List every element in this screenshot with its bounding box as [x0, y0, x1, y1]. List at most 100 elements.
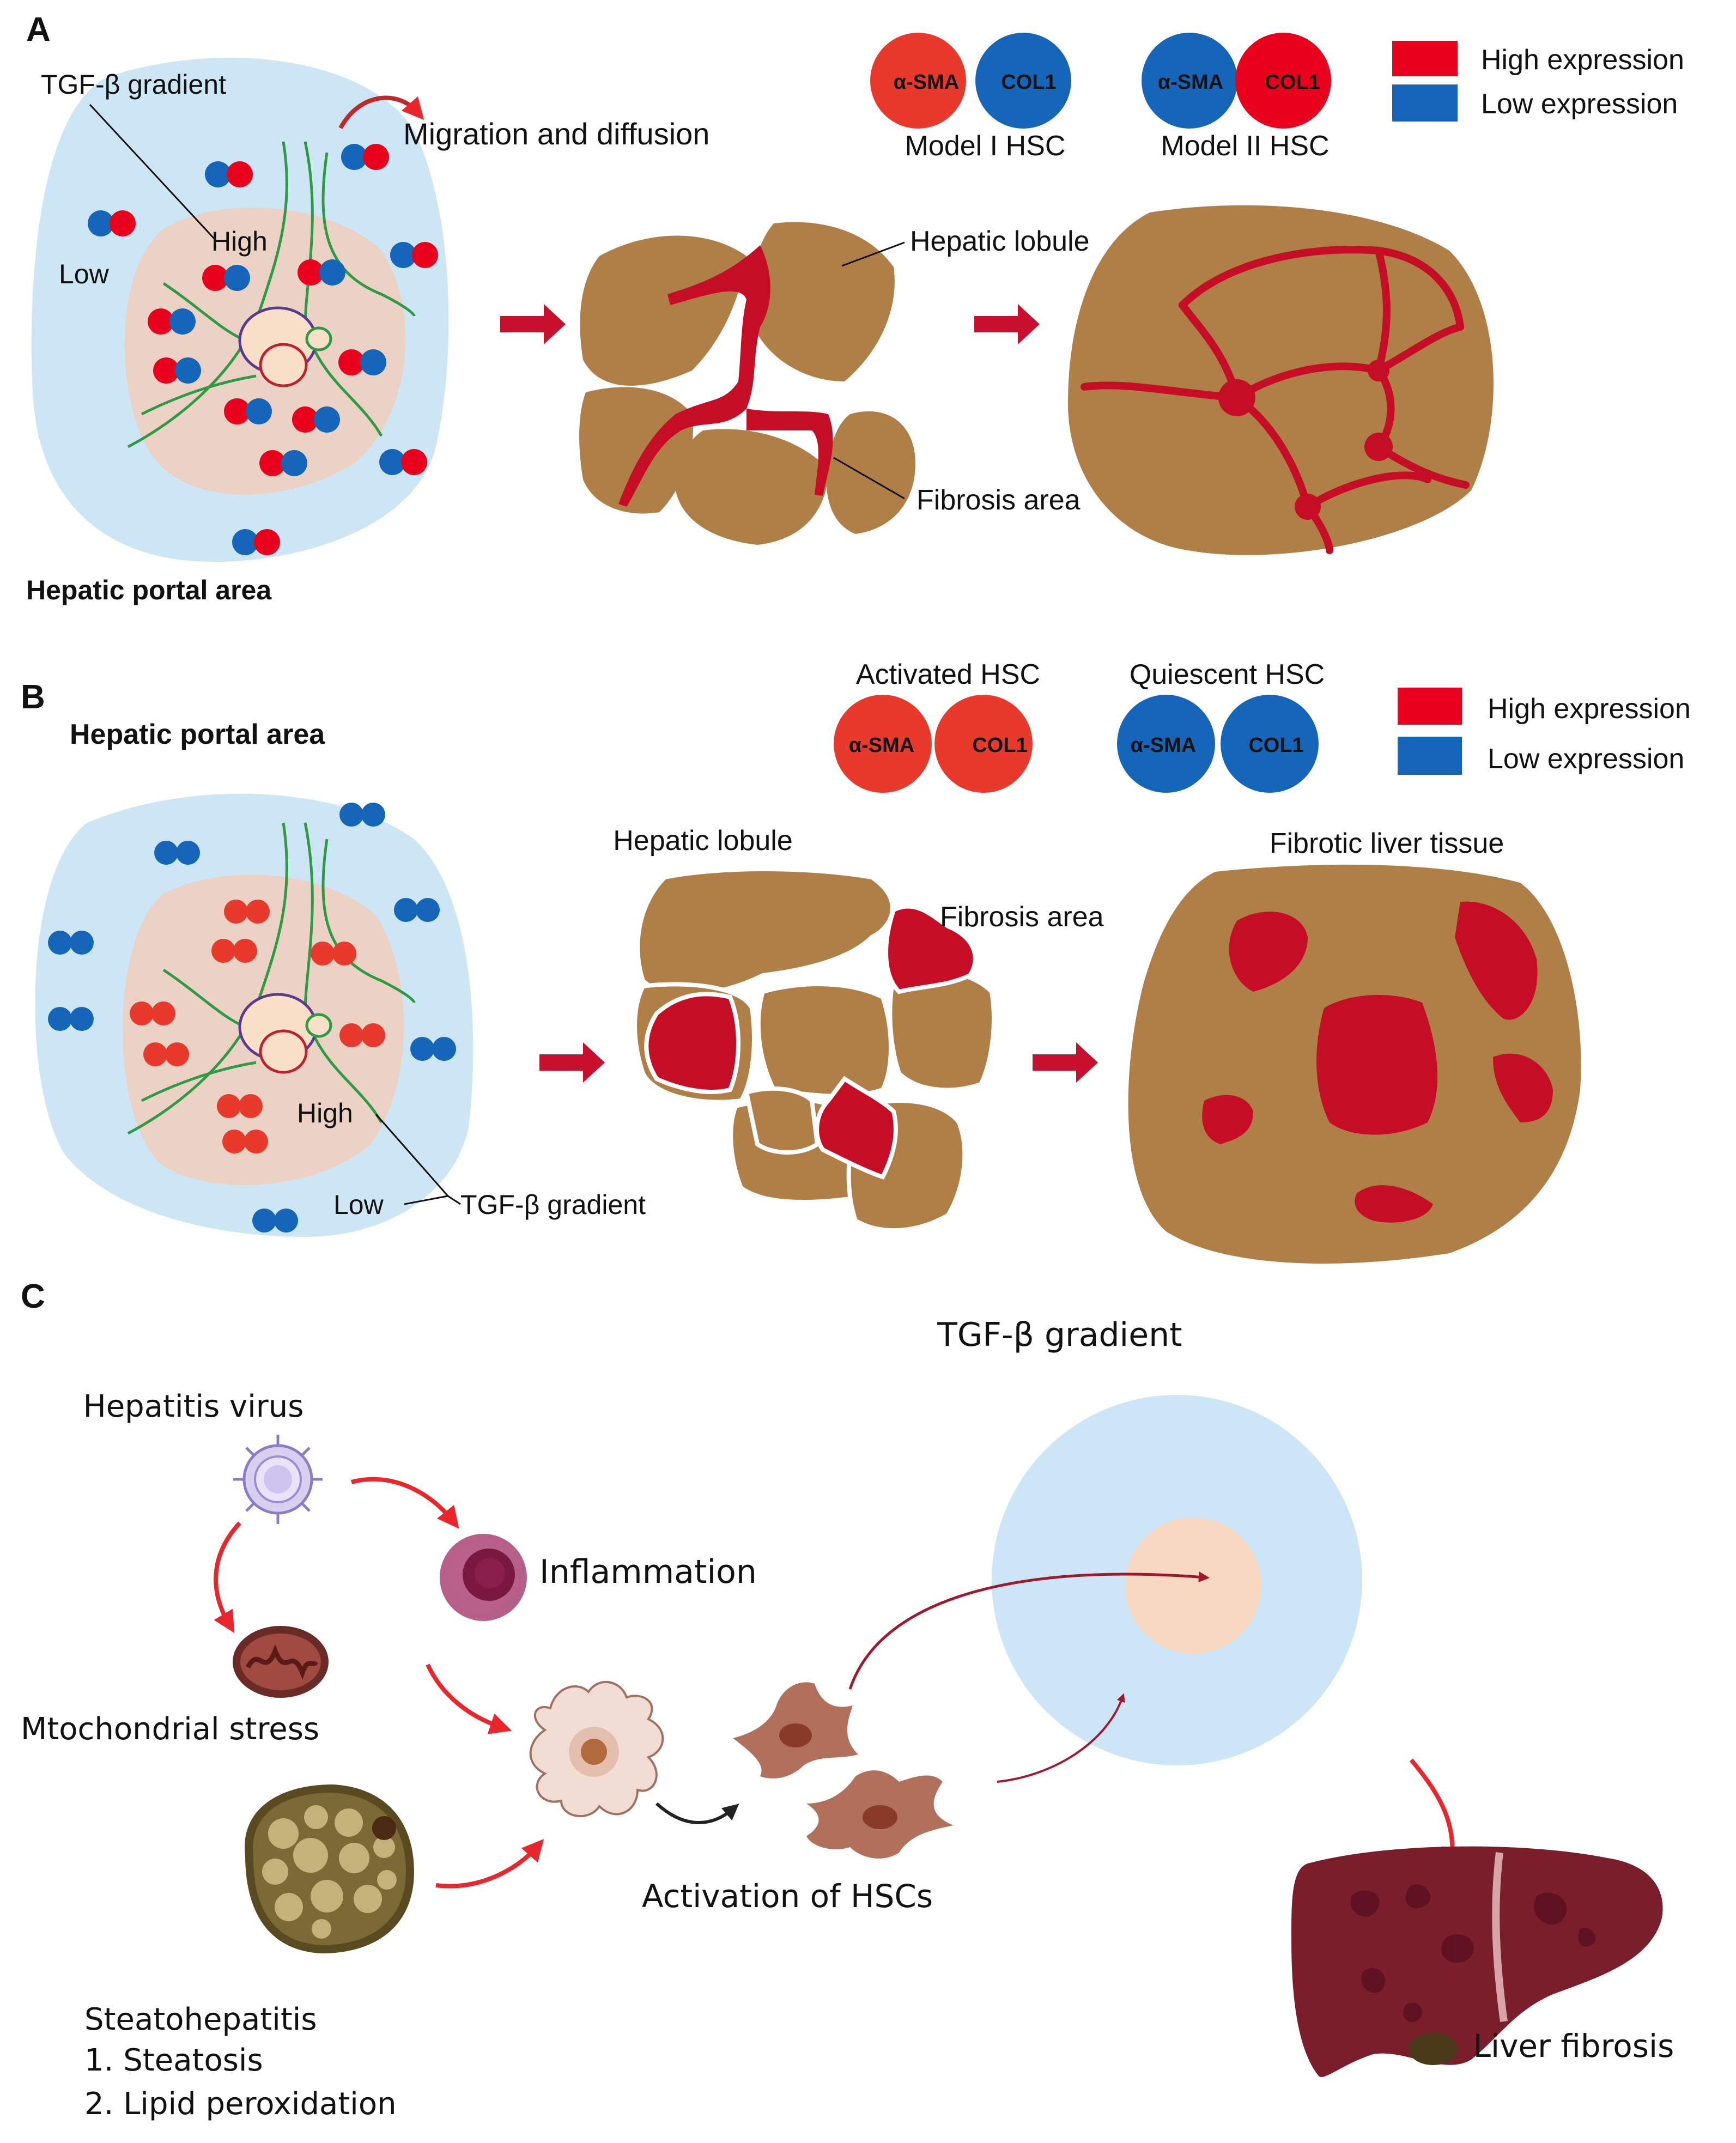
fibrosis-nodes-a — [1218, 360, 1393, 520]
duct-inner-a — [259, 343, 308, 387]
lobule-cluster-a — [579, 222, 915, 545]
fibrosis-blobs-b — [644, 904, 978, 1180]
model1-col1: COL1 — [1001, 71, 1056, 94]
hsc-cells-a — [88, 144, 438, 555]
quiescent-label: Quiescent HSC — [1130, 659, 1325, 690]
small-vessel-a — [305, 326, 332, 351]
model2-label: Model II HSC — [1161, 130, 1329, 162]
quiescent-hsc-icon — [529, 1681, 664, 1817]
activation-label: Activation of HSCs — [642, 1878, 933, 1915]
panel-c: C Hepatitis virus Inflammation — [21, 1278, 1674, 2122]
high-label-a: High — [211, 226, 268, 257]
quiescent-col1: COL1 — [1248, 734, 1303, 757]
duct-inner-b — [259, 1029, 308, 1074]
hsc-pair — [202, 265, 250, 291]
legend-high-swatch-a — [1392, 41, 1458, 76]
model2-asma: α-SMA — [1158, 71, 1223, 94]
mitochondria-icon — [233, 1626, 329, 1698]
small-vessel-b — [305, 1013, 332, 1038]
hsc-pair — [232, 529, 280, 555]
arrow-b1 — [539, 1042, 605, 1083]
hsc-pair — [341, 144, 389, 170]
hsc-pair — [379, 449, 427, 475]
legend-low-swatch-a — [1392, 84, 1458, 122]
quiescent-to-active-arrow — [655, 1802, 739, 1824]
activated-hsc-icon-1 — [733, 1682, 858, 1778]
mito-label: Mtochondrial stress — [21, 1711, 319, 1747]
portal-label-a: Hepatic portal area — [26, 575, 272, 605]
activated-pair — [224, 900, 270, 924]
arrow-a2 — [974, 304, 1040, 344]
activated-pair — [143, 1042, 189, 1066]
liver-label: Liver fibrosis — [1473, 2027, 1674, 2065]
high-label-b: High — [297, 1098, 353, 1128]
arrow-a1 — [500, 304, 566, 344]
quiescent-asma: α-SMA — [1131, 734, 1196, 757]
steato-to-hsc-arrow — [435, 1838, 544, 1889]
panel-c-letter: C — [21, 1278, 45, 1315]
virus-to-inflammation-arrow — [350, 1477, 459, 1529]
activated-col1: COL1 — [972, 734, 1027, 757]
activated-hsc-icon-2 — [806, 1770, 954, 1859]
lobule-leader-a — [841, 241, 905, 267]
tgf-inner-circle — [1125, 1517, 1261, 1654]
hsc-pair — [390, 242, 438, 268]
tgf-leader-a — [89, 104, 216, 241]
fibrosis-label-a: Fibrosis area — [916, 484, 1081, 516]
hsc-pair — [338, 349, 386, 375]
hsc-to-center-arrow — [848, 1571, 1210, 1690]
low-label-a: Low — [59, 259, 110, 289]
virus-label: Hepatitis virus — [83, 1389, 304, 1424]
fibrosis-leader-a — [833, 457, 905, 500]
steato-item1: 1. Steatosis — [84, 2043, 263, 2078]
quiescent-pair — [339, 803, 385, 827]
steato-title: Steatohepatitis — [84, 2002, 317, 2037]
hsc-cells-b — [48, 803, 456, 1233]
fibrosis-spots-b — [1202, 901, 1553, 1223]
inflammation-label: Inflammation — [539, 1553, 757, 1591]
portal-area-a — [31, 57, 449, 562]
quiescent-cell: α-SMA COL1 — [1117, 695, 1319, 793]
quiescent-pair — [48, 931, 94, 955]
model1-asma: α-SMA — [894, 71, 959, 94]
hsc-pair — [88, 210, 136, 236]
tgf-label-b: TGF-β gradient — [460, 1189, 646, 1220]
inflammation-to-hsc-arrow — [426, 1664, 512, 1734]
fibrosis-streaks-a — [618, 245, 833, 507]
tgf-label-a: TGF-β gradient — [41, 69, 226, 100]
model2-col1: COL1 — [1265, 71, 1320, 94]
model2-cell: α-SMA COL1 — [1142, 33, 1331, 129]
steatosis-cell-icon — [245, 1784, 415, 1953]
virus-to-mito-arrow — [214, 1521, 241, 1634]
panel-a: A TGF-β gradient High Low Hepatic portal… — [26, 11, 1684, 605]
legend-low-a: Low expression — [1481, 88, 1678, 120]
quiescent-pair — [48, 1007, 94, 1031]
hsc-to-outer-arrow — [997, 1693, 1125, 1783]
hsc-pair — [298, 259, 345, 286]
panel-a-letter: A — [26, 11, 51, 48]
quiescent-pair — [410, 1037, 456, 1061]
migration-arrow — [338, 95, 424, 129]
gradient-to-liver-arrow — [1409, 1758, 1464, 1869]
quiescent-pair — [252, 1209, 298, 1233]
low-label-b: Low — [333, 1189, 384, 1220]
tgf-leader-b — [375, 1114, 461, 1205]
panel-b: B Hepatic portal area — [21, 659, 1691, 1264]
activated-pair — [222, 1130, 268, 1154]
legend-low-swatch-b — [1398, 737, 1462, 775]
model1-cell: α-SMA COL1 — [870, 33, 1071, 129]
hsc-pair — [224, 398, 272, 424]
hsc-pair — [153, 357, 201, 384]
activated-pair — [130, 1001, 175, 1025]
activated-pair — [311, 942, 356, 966]
model1-label: Model I HSC — [905, 130, 1066, 162]
legend-high-b: High expression — [1488, 693, 1691, 725]
activated-label: Activated HSC — [856, 659, 1040, 690]
quiescent-pair — [154, 841, 200, 865]
migration-label: Migration and diffusion — [403, 117, 709, 151]
arrow-b2 — [1033, 1042, 1098, 1083]
activated-pair — [217, 1094, 263, 1118]
quiescent-pair — [394, 898, 440, 922]
activated-pair — [339, 1023, 385, 1047]
